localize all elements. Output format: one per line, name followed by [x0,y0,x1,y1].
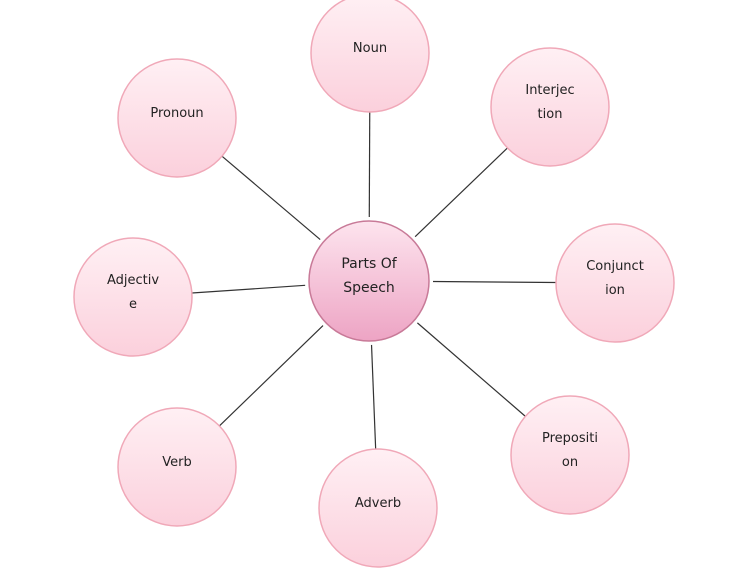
center-label: Parts Of [341,256,397,272]
node-circle [510,395,630,515]
connector-line-pronoun [221,155,321,241]
node-label: tion [538,107,563,122]
node-label: Conjunct [586,259,644,274]
node-circle [490,47,610,167]
node-pronoun[interactable]: Pronoun [117,58,237,178]
node-preposition[interactable]: Prepositi on [510,395,630,515]
node-interjection[interactable]: Interjec tion [490,47,610,167]
node-label: e [129,297,137,312]
node-circle [555,223,675,343]
center-label: Speech [343,280,395,296]
node-adverb[interactable]: Adverb [318,448,438,568]
node-circle [73,237,193,357]
node-noun[interactable]: Noun [310,0,430,113]
node-circle [117,58,237,178]
node-circle [117,407,237,527]
node-label: Noun [353,41,387,56]
connector-line-verb [218,325,324,427]
connector-line-conjunction [432,280,557,284]
node-label: Interjec [525,83,574,98]
node-circle [310,0,430,113]
node-conjunction[interactable]: Conjunct ion [555,223,675,343]
node-adjective[interactable]: Adjectiv e [73,237,193,357]
node-label: ion [605,283,625,298]
node-label: Prepositi [542,431,598,446]
node-label: Adjectiv [107,273,159,288]
connector-line-adjective [191,284,306,294]
node-circle [318,448,438,568]
center-node[interactable]: Parts Of Speech [308,220,430,342]
node-verb[interactable]: Verb [117,407,237,527]
center-circle [308,220,430,342]
node-label: on [562,455,578,470]
connector-line-preposition [416,322,526,417]
connector-line-adverb [370,344,377,450]
node-label: Pronoun [150,106,203,121]
node-label: Adverb [355,496,401,511]
connector-line-interjection [414,147,508,238]
node-label: Verb [162,455,191,470]
